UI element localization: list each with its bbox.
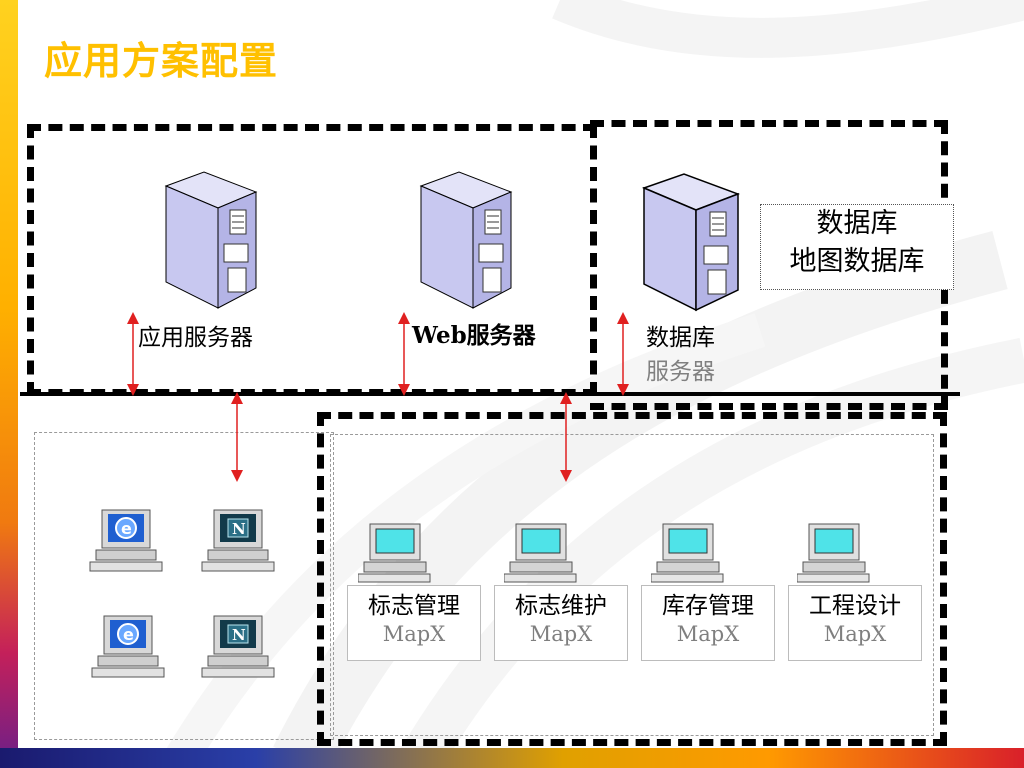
db-server-label-line2: 服务器 [646, 359, 715, 385]
database-legend-line1: 数据库 [816, 208, 898, 239]
workstation-pc-2 [504, 522, 580, 584]
database-legend-box: 数据库 地图数据库 [760, 204, 954, 290]
ie-browser-icon: e [89, 509, 163, 572]
left-accent-bar [0, 0, 18, 768]
workstation-name: 标志维护 [515, 593, 607, 619]
svg-text:N: N [232, 520, 246, 538]
server-tower-icon [419, 171, 513, 309]
netscape-browser-icon: N [201, 615, 275, 678]
workstation-software: MapX [823, 622, 887, 646]
browser-client-3: e [90, 614, 166, 680]
server-tower-icon [641, 173, 740, 312]
svg-text:N: N [232, 626, 246, 644]
browser-client-4: N [200, 614, 276, 680]
svg-text:e: e [123, 625, 134, 644]
desktop-computer-icon [504, 523, 577, 583]
workstation-box-4: 工程设计 MapX [788, 585, 922, 661]
workstation-inner-zone [330, 434, 934, 736]
database-legend-line2: 地图数据库 [789, 246, 925, 277]
workstation-zone [317, 412, 947, 746]
workstation-software: MapX [529, 622, 593, 646]
workstation-pc-3 [651, 522, 727, 584]
app-server-label: 应用服务器 [138, 325, 253, 351]
desktop-computer-icon [651, 523, 724, 583]
db-server-label-line1: 数据库 [646, 325, 715, 351]
workstation-software: MapX [382, 622, 446, 646]
page-title: 应用方案配置 [44, 39, 279, 83]
server-tower-icon [164, 171, 258, 309]
workstation-name: 工程设计 [809, 593, 901, 619]
web-server-label: Web服务器 [412, 322, 536, 349]
workstation-box-1: 标志管理 MapX [347, 585, 481, 661]
workstation-box-2: 标志维护 MapX [494, 585, 628, 661]
db-server [640, 172, 740, 312]
bottom-accent-bar [0, 748, 1024, 768]
workstation-pc-4 [797, 522, 873, 584]
browser-client-zone [34, 432, 334, 740]
workstation-name: 标志管理 [368, 593, 460, 619]
workstation-software: MapX [676, 622, 740, 646]
desktop-computer-icon [358, 523, 431, 583]
web-server [415, 170, 515, 310]
app-server [160, 170, 260, 310]
netscape-browser-icon: N [201, 509, 275, 572]
network-backbone-line [20, 392, 960, 396]
browser-client-1: e [88, 508, 164, 574]
workstation-box-3: 库存管理 MapX [641, 585, 775, 661]
browser-client-2: N [200, 508, 276, 574]
workstation-pc-1 [358, 522, 434, 584]
ie-browser-icon: e [91, 615, 165, 678]
workstation-name: 库存管理 [662, 593, 754, 619]
desktop-computer-icon [797, 523, 870, 583]
svg-text:e: e [121, 519, 132, 538]
